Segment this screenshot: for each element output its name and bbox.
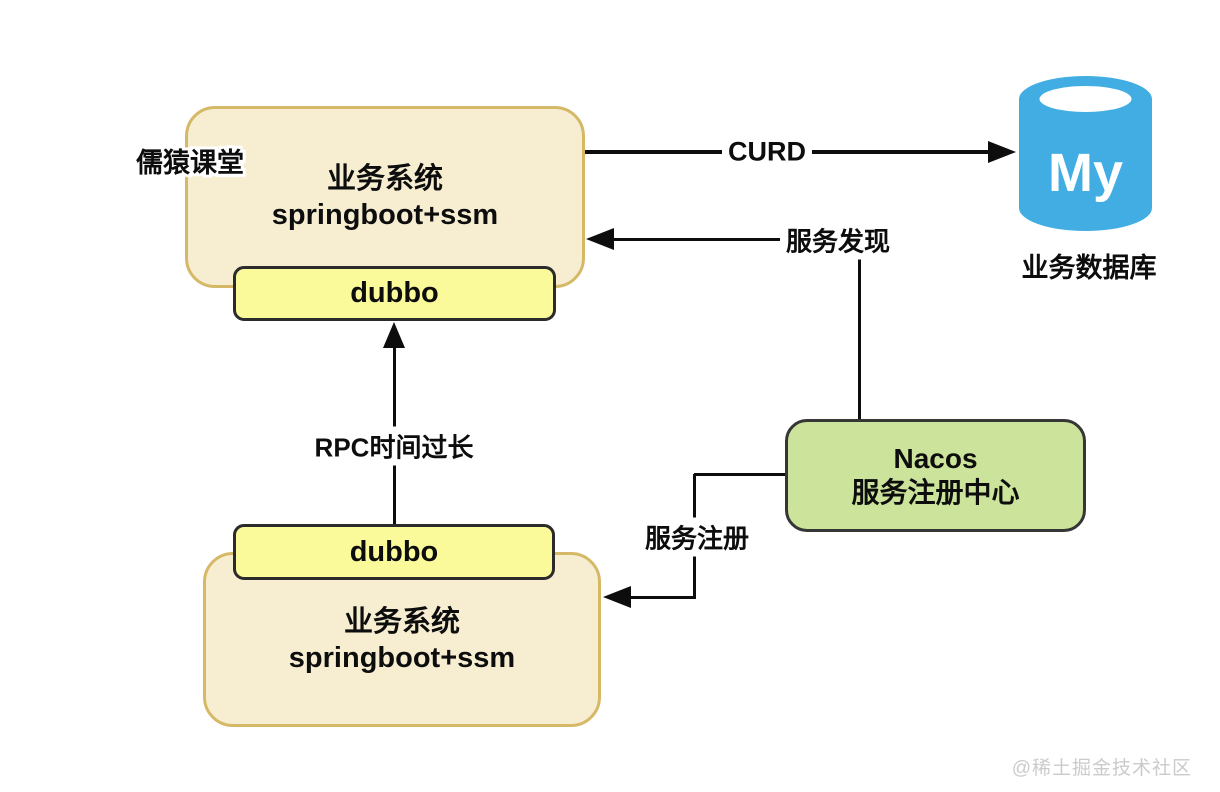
database-icon-text: My (1048, 143, 1123, 203)
service-discovery-line-horizontal (610, 237, 860, 241)
service-discovery-edge-label: 服务发现 (779, 220, 897, 260)
rpc-arrowhead (383, 322, 405, 348)
curd-edge-label: CURD (722, 135, 812, 169)
bottom-system-title: 业务系统 (343, 605, 460, 638)
bottom-system-subtitle: springboot+ssm (288, 641, 516, 674)
curd-arrowhead (988, 141, 1016, 163)
top-dubbo-node: dubbo (233, 266, 556, 321)
service-discovery-arrowhead (586, 228, 614, 250)
top-system-title: 业务系统 (326, 163, 443, 195)
database-cylinder-shape (1019, 76, 1152, 231)
bottom-business-system-node: 业务系统 springboot+ssm (203, 552, 601, 727)
service-registration-arrowhead (603, 586, 631, 608)
service-registration-edge-label: 服务注册 (638, 517, 756, 557)
nacos-subtitle: 服务注册中心 (851, 476, 1020, 508)
nacos-registry-node: Nacos 服务注册中心 (785, 419, 1086, 532)
database-label: 业务数据库 (1021, 253, 1157, 283)
service-registration-line-bottom (622, 595, 696, 599)
bottom-dubbo-label: dubbo (349, 535, 439, 568)
top-dubbo-label: dubbo (350, 277, 439, 309)
watermark: @稀土掘金技术社区 (1011, 758, 1192, 779)
nacos-title: Nacos (893, 442, 978, 474)
bottom-dubbo-node: dubbo (233, 524, 555, 580)
rpc-edge-label: RPC时间过长 (308, 426, 480, 466)
classroom-annotation: 儒猿课堂 (136, 148, 244, 178)
top-system-subtitle: springboot+ssm (271, 199, 499, 231)
service-discovery-line-vertical (857, 239, 861, 420)
mysql-database-icon: My (1019, 76, 1152, 231)
service-registration-line-top (694, 472, 785, 476)
top-business-system-node: 业务系统 springboot+ssm (185, 106, 585, 288)
database-cylinder-top (1039, 86, 1132, 112)
